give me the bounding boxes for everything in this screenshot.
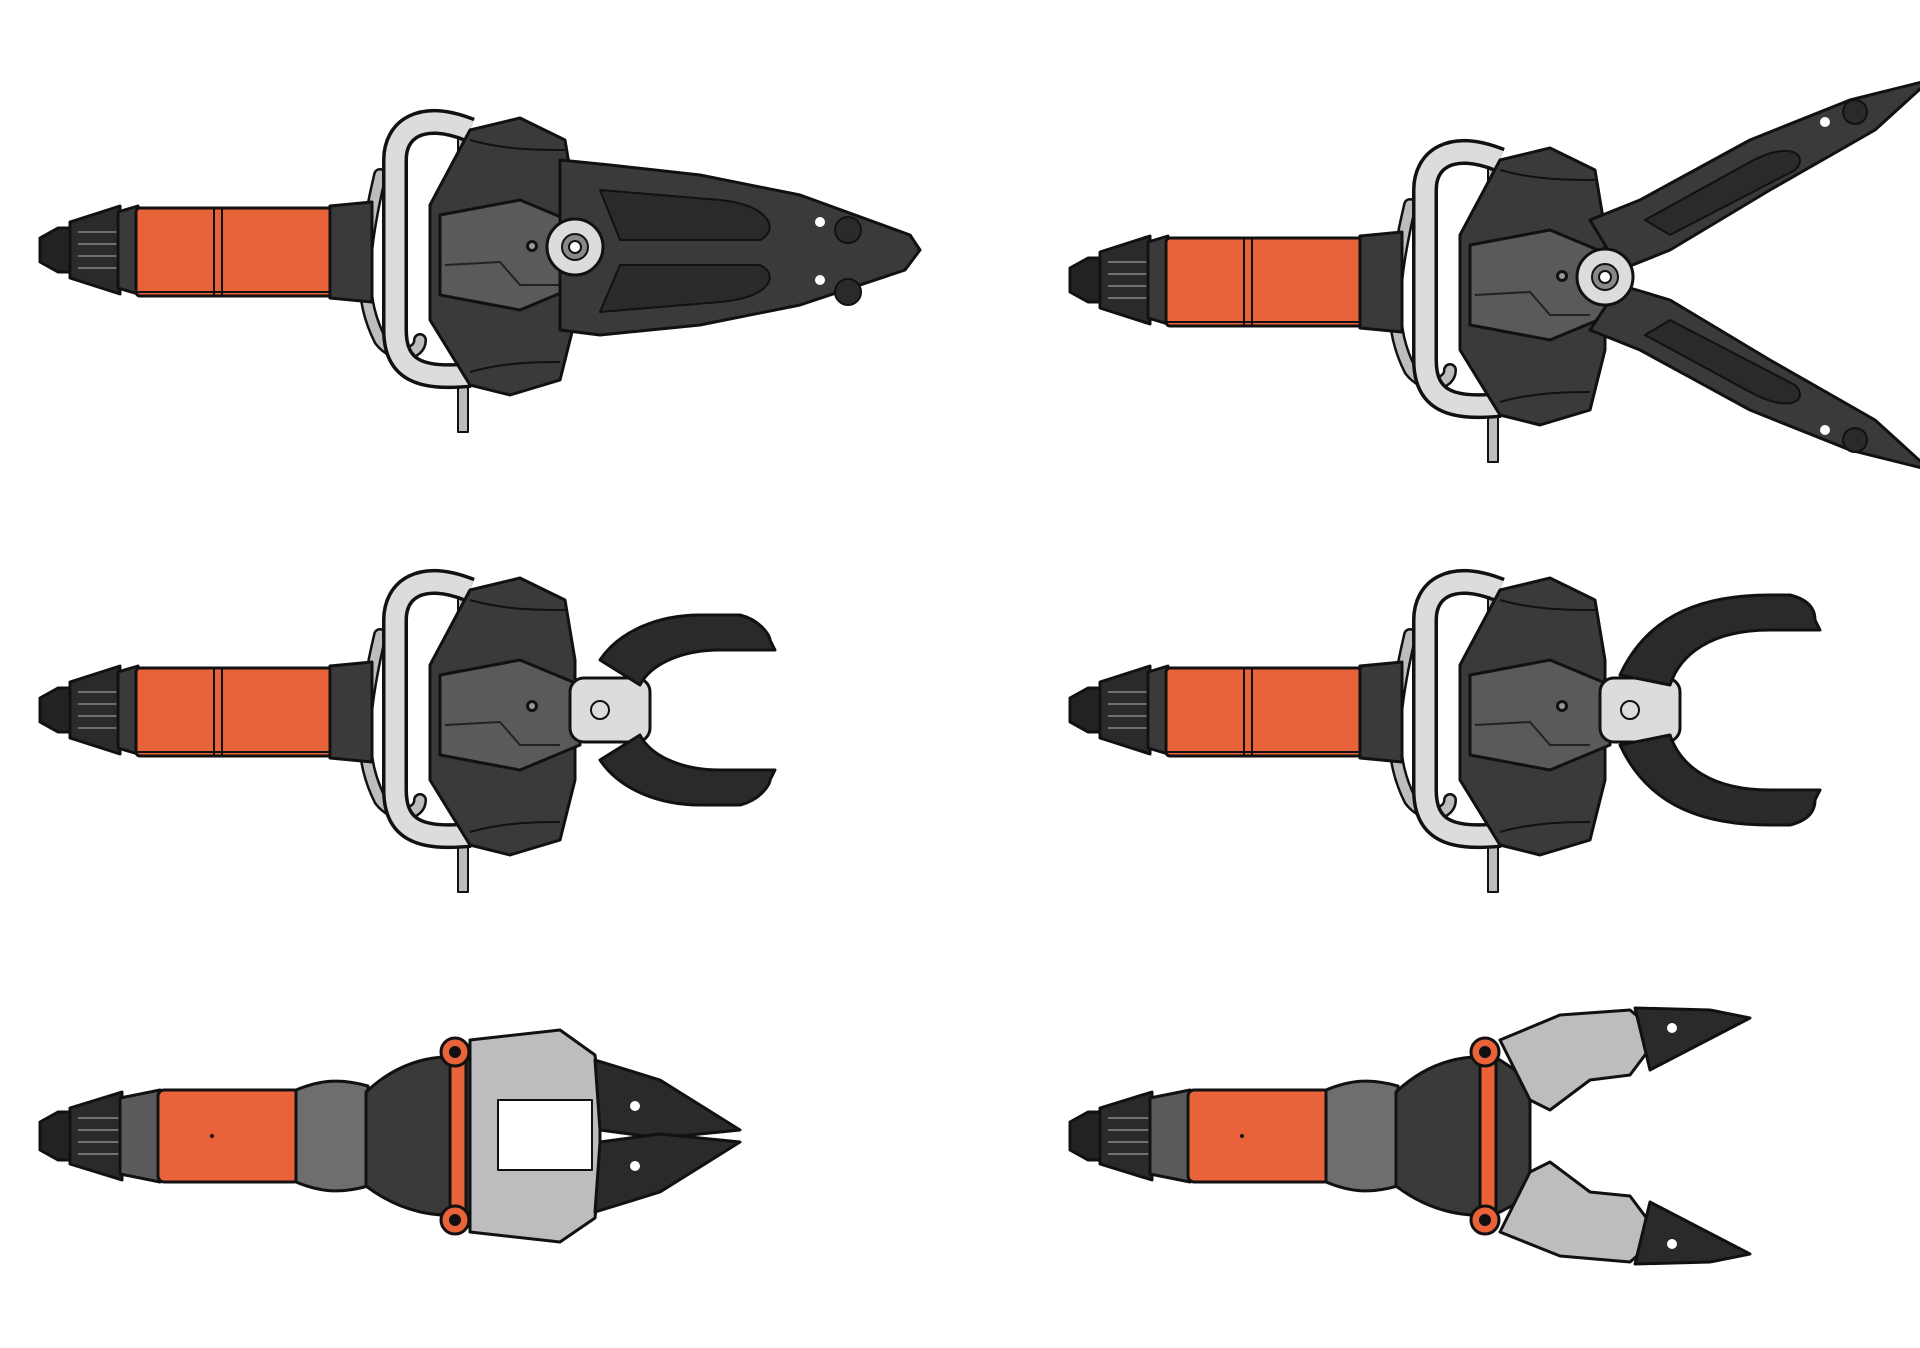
combi-tool-open-icon (1068, 80, 1920, 470)
combi-tool-closed-icon (38, 118, 922, 432)
cutter-closed-icon (38, 578, 777, 892)
cutter-open-icon (1068, 578, 1822, 892)
spreader-open-icon (1068, 1006, 1752, 1266)
spreader-closed-icon (38, 1028, 742, 1244)
